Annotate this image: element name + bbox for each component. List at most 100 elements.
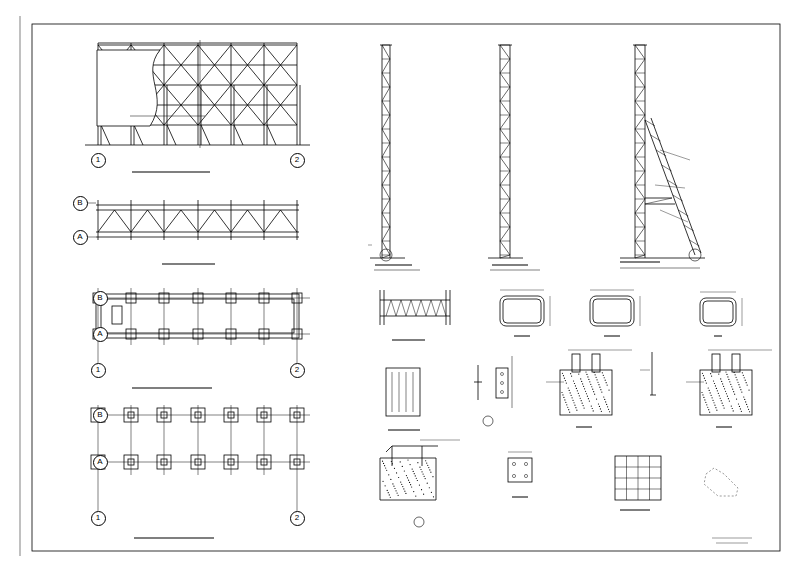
- axis-bubble: A: [93, 327, 108, 342]
- pile-cap: [126, 329, 136, 339]
- hatch-dot: [573, 380, 574, 381]
- hatch-dot: [709, 390, 710, 391]
- footing-outline: [124, 455, 138, 469]
- hatch-dot: [385, 467, 386, 468]
- truss-diagonal: [635, 87, 645, 101]
- hatch-dot: [569, 412, 570, 413]
- axis-bubble: 2: [290, 511, 305, 526]
- hatch-dot: [730, 384, 731, 385]
- detail-callout-circle: [483, 416, 493, 426]
- truss-diagonal: [382, 129, 390, 143]
- hatch-dot: [596, 398, 597, 399]
- hatch-dot: [398, 495, 399, 496]
- hatch-dot: [749, 411, 750, 412]
- hatch-dot: [575, 385, 576, 386]
- knee-brace: [201, 125, 210, 145]
- axis-bubble: B: [93, 291, 108, 306]
- truss-strut: [382, 171, 390, 172]
- note-leader: [640, 370, 650, 371]
- hatch-dot: [582, 403, 583, 404]
- hatch-dot: [744, 399, 745, 400]
- truss-strut: [500, 185, 510, 186]
- truss-chord: [96, 205, 299, 206]
- brace-lacing: [656, 150, 666, 156]
- hatch-dot: [382, 461, 383, 462]
- hatch-dot: [580, 378, 581, 379]
- hatch-dot: [733, 391, 734, 392]
- axis-line: [131, 288, 132, 345]
- hatch-dot: [731, 386, 732, 387]
- hatch-dot: [561, 392, 562, 393]
- footing-outline: [191, 455, 205, 469]
- brace-line: [148, 210, 165, 232]
- hatch-dot: [432, 476, 433, 477]
- hatch-dot: [706, 404, 707, 405]
- note-box: [112, 306, 122, 324]
- base-plate: [496, 368, 508, 398]
- brace-line: [411, 300, 416, 316]
- hatch-dot: [708, 387, 709, 388]
- brace-line: [164, 85, 198, 125]
- hatch-dot: [587, 396, 588, 397]
- column-line: [231, 200, 232, 240]
- hatch-dot: [583, 386, 584, 387]
- hatch-dot: [605, 380, 606, 381]
- axis-label: 2: [295, 514, 299, 522]
- brace-member: [645, 120, 695, 255]
- hatch-dot: [403, 488, 404, 489]
- truss-diagonal: [382, 59, 390, 73]
- hatch-dot: [586, 393, 587, 394]
- hatch-dot: [728, 379, 729, 380]
- truss-strut: [500, 59, 510, 60]
- sheet-edge-line: [20, 16, 21, 556]
- footing-plan-view: [91, 405, 310, 538]
- hatch-dot: [390, 479, 391, 480]
- column-line: [446, 290, 447, 325]
- hatch-dot: [606, 404, 607, 405]
- axis-label: B: [97, 294, 102, 302]
- truss-chord: [98, 43, 297, 44]
- hatch-dot: [574, 405, 575, 406]
- hatch-dot: [704, 378, 705, 379]
- column-line: [384, 290, 385, 325]
- column-base: [195, 412, 201, 418]
- brace-line: [198, 45, 231, 85]
- axis-line: [264, 405, 265, 475]
- title-underline: [134, 537, 214, 538]
- truss-diagonal: [635, 73, 645, 87]
- hatch-dot: [604, 377, 605, 378]
- plate-line: [478, 365, 479, 400]
- axis-line: [107, 415, 310, 416]
- truss-strut: [382, 143, 390, 144]
- hatch-dot: [420, 469, 421, 470]
- axis-line: [107, 334, 310, 335]
- footing-section: [560, 370, 612, 415]
- truss-diagonal: [500, 255, 510, 258]
- truss-strut: [382, 157, 390, 158]
- brace-line: [231, 45, 264, 85]
- brace-line: [264, 45, 297, 85]
- hatch-dot: [384, 465, 385, 466]
- footing-section: [380, 446, 438, 500]
- hatch-dot: [727, 376, 728, 377]
- strut-member: [645, 198, 672, 204]
- hatch-dot: [408, 480, 409, 481]
- truss-strut: [635, 213, 645, 214]
- hatch-dot: [608, 389, 609, 390]
- hatch-dot: [400, 481, 401, 482]
- column-line: [297, 43, 298, 145]
- brace-line: [231, 210, 248, 232]
- truss-chord: [500, 45, 501, 258]
- hatch-dot: [590, 384, 591, 385]
- title-underline: [514, 336, 530, 337]
- detail-circle: [380, 249, 392, 261]
- hatch-dot: [394, 488, 395, 489]
- column-line: [198, 200, 199, 240]
- brace-lacing: [651, 135, 661, 141]
- hatch-dot: [388, 492, 389, 493]
- truss-strut: [500, 227, 510, 228]
- hatch-dot: [563, 397, 564, 398]
- axis-bubble: 1: [91, 363, 106, 378]
